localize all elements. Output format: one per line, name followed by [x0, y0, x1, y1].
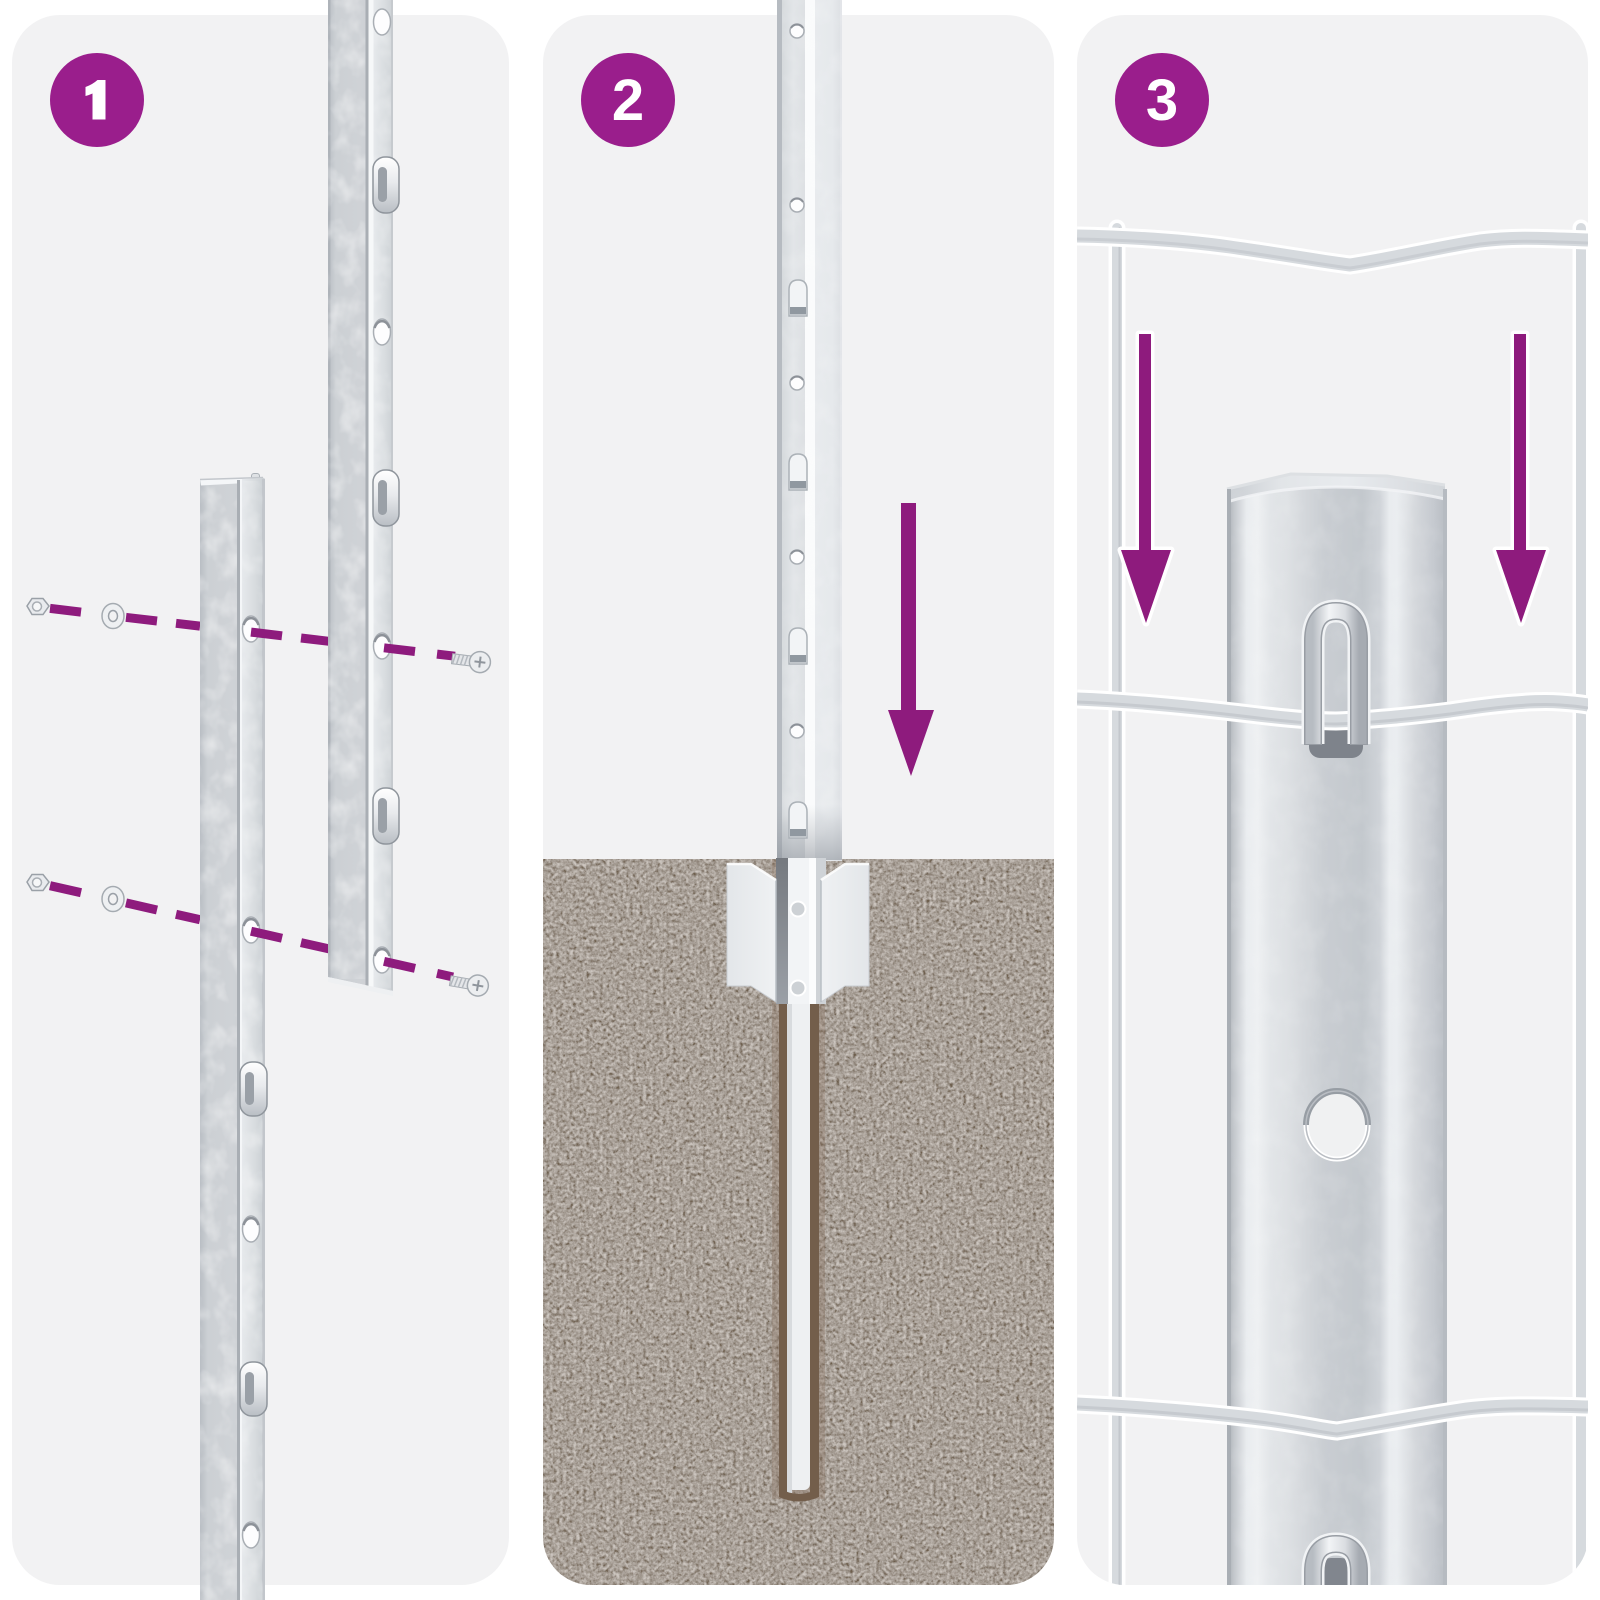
svg-text:3: 3 [1146, 68, 1178, 133]
svg-text:2: 2 [612, 68, 644, 133]
